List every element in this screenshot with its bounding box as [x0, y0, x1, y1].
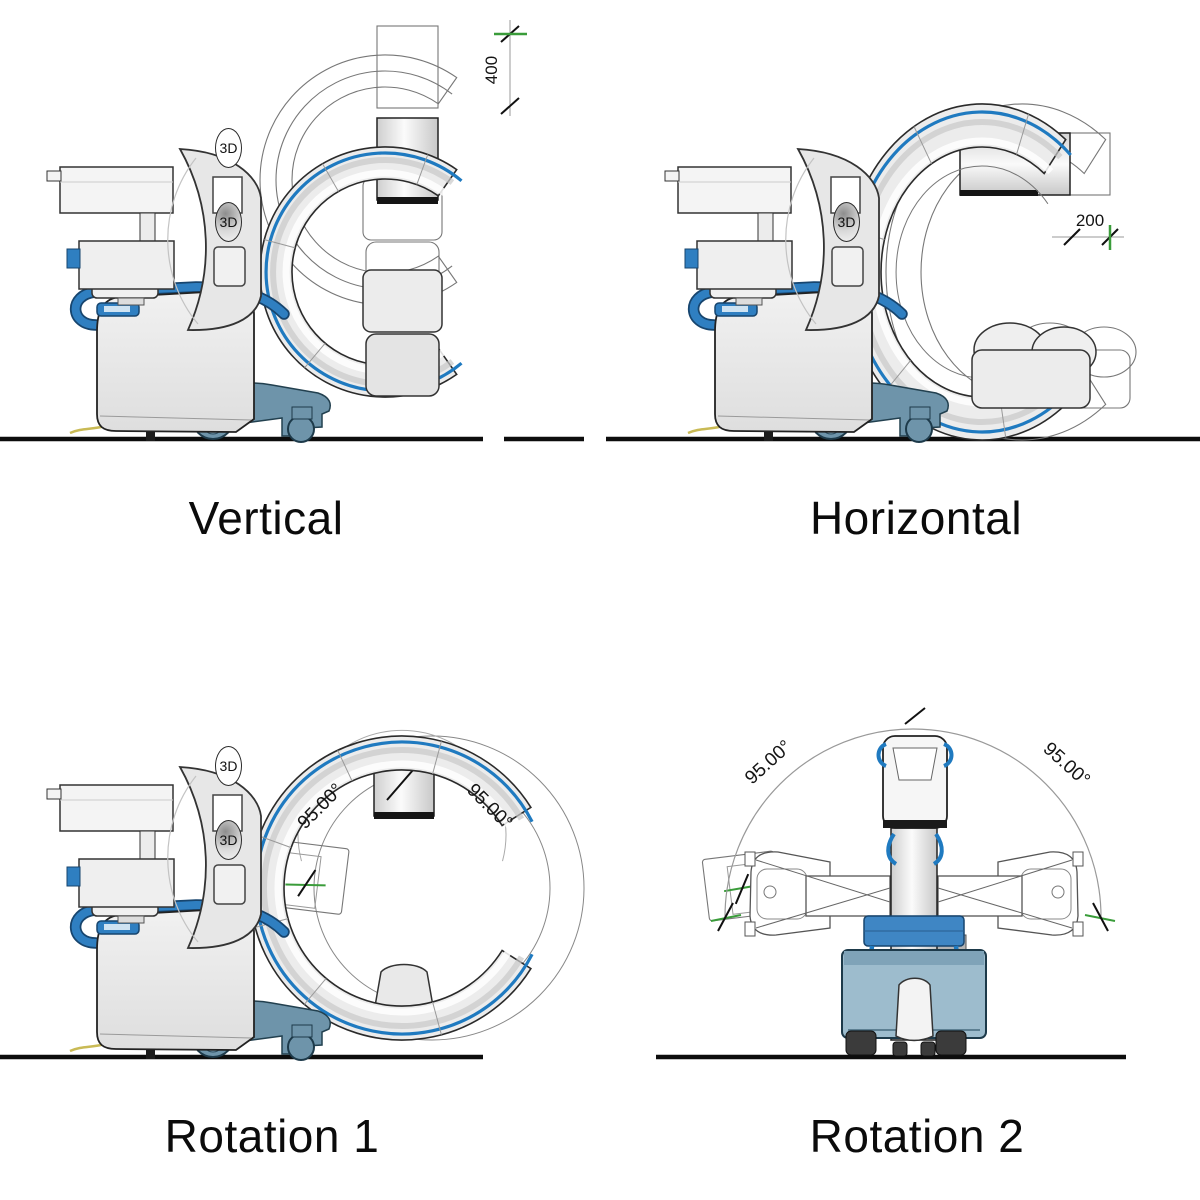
ring-inner-highlight — [274, 760, 513, 1016]
badge-3d-horizontal: 3D — [833, 202, 860, 242]
caption-horizontal: Horizontal — [809, 492, 1023, 544]
detector-band — [883, 820, 947, 828]
badge-3d-rotation1-bottom: 3D — [215, 820, 242, 860]
ground-lines — [0, 436, 1200, 1060]
ring-band — [249, 735, 533, 1041]
vertical-view — [47, 20, 527, 442]
collar-clip-right — [932, 832, 944, 866]
dimension-tick — [500, 97, 520, 115]
caption-rotation-1: Rotation 1 — [164, 1110, 380, 1162]
badge-3d-rotation1-top: 3D — [215, 746, 242, 786]
xray-tube-housing — [971, 349, 1091, 409]
arc-left-tick — [717, 902, 734, 932]
tick-slash — [297, 869, 317, 897]
detector-band — [374, 812, 434, 819]
tick-slash — [734, 873, 750, 905]
detector-slash-mark — [386, 769, 414, 801]
dimension-200-label: 200 — [1075, 211, 1105, 230]
dimension-200 — [1052, 225, 1124, 250]
detector-band — [960, 190, 1038, 196]
xray-tube-upper — [362, 269, 443, 333]
caption-rotation-2: Rotation 2 — [809, 1110, 1025, 1162]
badge-3d-vertical-top: 3D — [215, 128, 242, 168]
foot-cover — [895, 977, 934, 1042]
wing-left — [744, 851, 891, 937]
head-clip-left — [876, 742, 887, 768]
arc-right-tick — [1092, 902, 1109, 932]
dimension-400-label: 400 — [482, 55, 501, 85]
detector-face — [892, 747, 938, 781]
rotation1-view — [47, 729, 782, 1060]
rotation-arc — [724, 728, 1102, 918]
head-clip-right — [943, 742, 954, 768]
base-wheels — [845, 1030, 967, 1057]
caption-vertical: Vertical — [188, 492, 344, 544]
collar-clip-left — [886, 832, 898, 866]
xray-tube-lower — [365, 333, 440, 397]
ring-outer-shade — [260, 747, 525, 1029]
rotation2-view — [710, 707, 1116, 1057]
base-top-band — [844, 951, 984, 965]
dimension-tick — [1063, 228, 1081, 246]
detector-band — [377, 197, 438, 204]
arc-top-tick — [904, 707, 926, 725]
dimension-400 — [494, 20, 527, 116]
badge-3d-vertical-bottom: 3D — [215, 202, 242, 242]
horizontal-view — [665, 103, 1137, 442]
wing-right — [937, 851, 1084, 937]
